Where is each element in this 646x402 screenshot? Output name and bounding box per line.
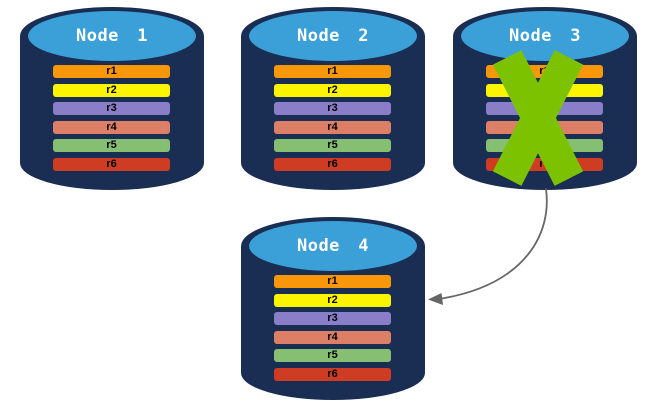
row-r5: r5 [274,139,391,152]
row-r3: r3 [274,102,391,115]
row-r3: r3 [53,102,170,115]
row-r5: r5 [53,139,170,152]
row-r1: r1 [274,65,391,78]
node-2: Node 2 r1 r2 r3 r4 r5 r6 [241,7,425,190]
row-r2: r2 [53,83,170,97]
row-r6: r6 [53,157,170,171]
row-r3: r3 [274,312,391,325]
failover-arrowhead-icon [428,293,443,305]
node-title: Node 1 [75,26,149,46]
failover-arrow-curve [441,188,548,300]
record-list: r1 r2 r3 r4 r5 r6 [53,65,170,176]
cylinder-top [28,11,196,61]
record-list: r1 r2 r3 r4 r5 r6 [274,65,391,176]
cylinder-top [461,11,629,61]
node-1: Node 1 r1 r2 r3 r4 r5 r6 [20,7,204,190]
row-r5: r5 [274,349,391,362]
row-r6: r6 [274,367,391,381]
cylinder-top [249,221,417,271]
node-title: Node 4 [296,236,370,256]
row-r1: r1 [274,275,391,288]
row-r1: r1 [53,65,170,78]
row-r4: r4 [274,330,391,344]
row-r4: r4 [274,120,391,134]
node-title: Node 2 [296,26,370,46]
node-4: Node 4 r1 r2 r3 r4 r5 r6 [241,217,425,400]
row-r2: r2 [274,293,391,307]
row-r2: r2 [274,83,391,97]
row-r6: r6 [274,157,391,171]
node-title: Node 3 [508,26,582,46]
row-r4: r4 [53,120,170,134]
record-list: r1 r2 r3 r4 r5 r6 [274,275,391,386]
node-3: Node 3 r1 r2 r3 r4 r5 r6 [453,7,637,190]
cylinder-top [249,11,417,61]
